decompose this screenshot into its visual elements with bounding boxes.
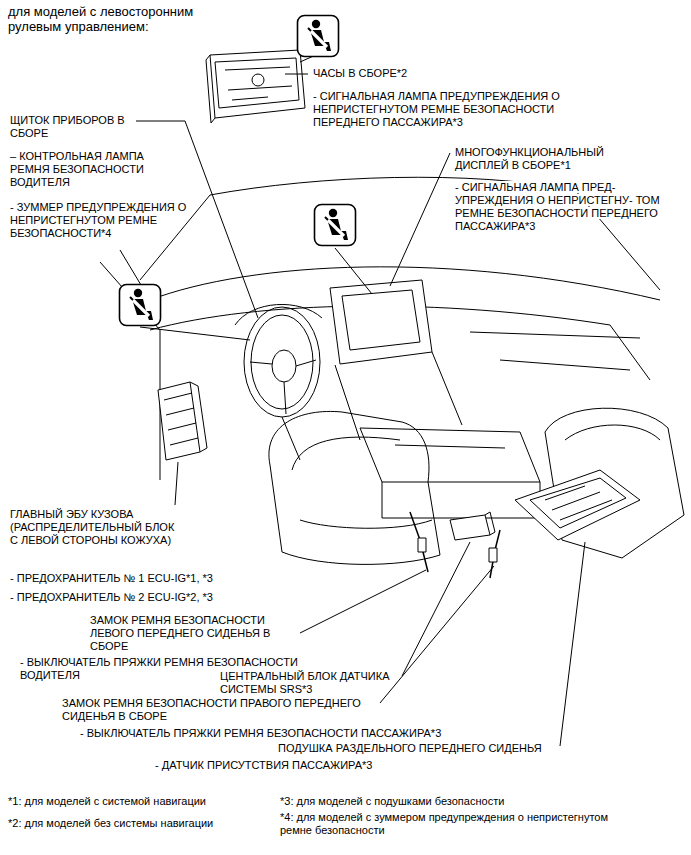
part-label-block: ЧАСЫ В СБОРЕ*2 <box>313 67 513 80</box>
footnote-block: *1: для моделей с системой навигации <box>8 795 273 808</box>
part-label: - ПРЕДОХРАНИТЕЛЬ № 2 ECU-IG*2, *3 <box>10 591 213 603</box>
part-label: ЧАСЫ В СБОРЕ*2 <box>313 67 407 79</box>
part-label: ПОДУШКА РАЗДЕЛЬНОГО ПЕРЕДНЕГО СИДЕНЬЯ <box>278 742 542 754</box>
part-label: - ЗУММЕР ПРЕДУПРЕЖДЕНИЯ О НЕПРИСТЕГНУТОМ… <box>10 201 186 239</box>
part-label-block: - ДАТЧИК ПРИСУТСТВИЯ ПАССАЖИРА*3 <box>155 759 455 772</box>
part-label-block: – КОНТРОЛЬНАЯ ЛАМПА РЕМНЯ БЕЗОПАСНОСТИ В… <box>10 150 185 189</box>
part-label-block: ЩИТОК ПРИБОРОВ В СБОРЕ <box>10 114 160 140</box>
footnote: *2: для моделей без системы навигации <box>8 817 213 829</box>
footnote-block: *2: для моделей без системы навигации <box>8 817 273 830</box>
part-label-block: - ЗУММЕР ПРЕДУПРЕЖДЕНИЯ О НЕПРИСТЕГНУТОМ… <box>10 201 200 240</box>
footnote: *3: для моделей с подушками безопасности <box>280 795 504 807</box>
part-label-block: - СИГНАЛЬНАЯ ЛАМПА ПРЕДУПРЕЖДЕНИЯ О НЕПР… <box>313 90 581 129</box>
part-label: – КОНТРОЛЬНАЯ ЛАМПА РЕМНЯ БЕЗОПАСНОСТИ В… <box>10 150 144 188</box>
part-label: - ДАТЧИК ПРИСУТСТВИЯ ПАССАЖИРА*3 <box>155 759 372 771</box>
part-label: - СИГНАЛЬНАЯ ЛАМПА ПРЕД- УПРЕЖДЕНИЯ О НЕ… <box>455 181 660 232</box>
part-label: МНОГОФУНКЦИОНАЛЬНЫЙ ДИСПЛЕЙ В СБОРЕ*1 <box>455 146 604 171</box>
part-label-block: ГЛАВНЫЙ ЭБУ КУЗОВА (РАСПРЕДЕЛИТЕЛЬНЫЙ БЛ… <box>10 508 185 547</box>
part-label-block: МНОГОФУНКЦИОНАЛЬНЫЙ ДИСПЛЕЙ В СБОРЕ*1 <box>455 146 655 172</box>
part-label-block: - ПРЕДОХРАНИТЕЛЬ № 2 ECU-IG*2, *3 <box>10 591 270 604</box>
part-label-block: ПОДУШКА РАЗДЕЛЬНОГО ПЕРЕДНЕГО СИДЕНЬЯ <box>278 742 578 755</box>
part-label-block: - СИГНАЛЬНАЯ ЛАМПА ПРЕД- УПРЕЖДЕНИЯ О НЕ… <box>455 181 660 233</box>
part-label: ГЛАВНЫЙ ЭБУ КУЗОВА (РАСПРЕДЕЛИТЕЛЬНЫЙ БЛ… <box>10 508 174 546</box>
part-label: ЦЕНТРАЛЬНЫЙ БЛОК ДАТЧИКА СИСТЕМЫ SRS*3 <box>220 670 390 695</box>
part-label-block: - ВЫКЛЮЧАТЕЛЬ ПРЯЖКИ РЕМНЯ БЕЗОПАСНОСТИ … <box>80 727 500 740</box>
part-label: - СИГНАЛЬНАЯ ЛАМПА ПРЕДУПРЕЖДЕНИЯ О НЕПР… <box>313 90 560 128</box>
part-label: - ВЫКЛЮЧАТЕЛЬ ПРЯЖКИ РЕМНЯ БЕЗОПАСНОСТИ … <box>80 727 441 739</box>
part-label-block: ЗАМОК РЕМНЯ БЕЗОПАСНОСТИ ПРАВОГО ПЕРЕДНЕ… <box>62 697 392 723</box>
part-label-block: ЗАМОК РЕМНЯ БЕЗОПАСНОСТИ ЛЕВОГО ПЕРЕДНЕГ… <box>90 614 305 653</box>
diagram-title: для моделей с левосторонним рулевым упра… <box>8 4 193 34</box>
part-label: ЩИТОК ПРИБОРОВ В СБОРЕ <box>10 114 125 139</box>
diagram-title-block: для моделей с левосторонним рулевым упра… <box>8 4 228 34</box>
part-label-block: ЦЕНТРАЛЬНЫЙ БЛОК ДАТЧИКА СИСТЕМЫ SRS*3 <box>220 670 395 696</box>
part-label: ЗАМОК РЕМНЯ БЕЗОПАСНОСТИ ЛЕВОГО ПЕРЕДНЕГ… <box>90 614 270 652</box>
part-label: ЗАМОК РЕМНЯ БЕЗОПАСНОСТИ ПРАВОГО ПЕРЕДНЕ… <box>62 697 361 722</box>
footnote: *4: для моделей с зуммером предупреждени… <box>280 811 608 836</box>
footnote-block: *3: для моделей с подушками безопасности <box>280 795 620 808</box>
part-label: - ПРЕДОХРАНИТЕЛЬ № 1 ECU-IG*1, *3 <box>10 572 213 584</box>
footnote-block: *4: для моделей с зуммером предупреждени… <box>280 811 615 837</box>
part-label-block: - ПРЕДОХРАНИТЕЛЬ № 1 ECU-IG*1, *3 <box>10 572 270 585</box>
footnote: *1: для моделей с системой навигации <box>8 795 206 807</box>
